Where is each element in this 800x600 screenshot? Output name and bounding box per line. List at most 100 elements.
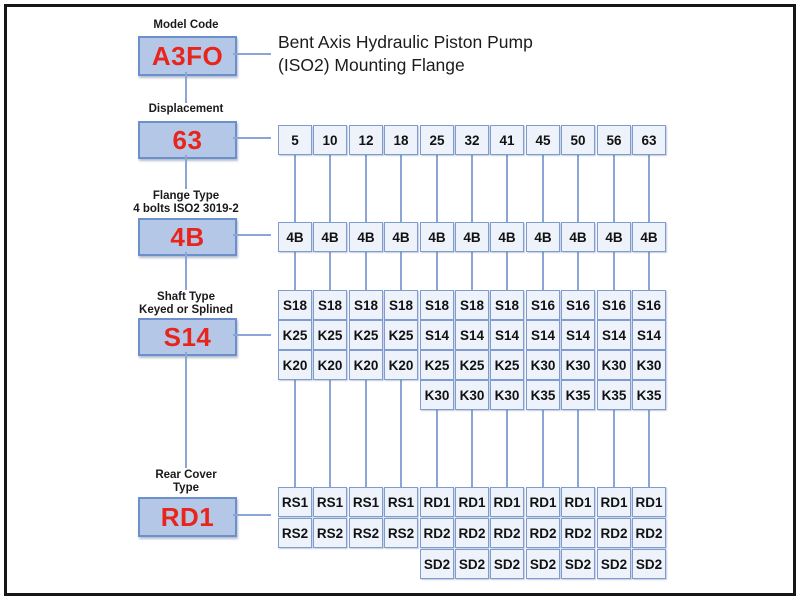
column-connector	[648, 153, 650, 222]
column-connector	[436, 408, 438, 487]
flange-type-selected-box: 4B	[138, 218, 237, 256]
column-connector	[648, 408, 650, 487]
rear-cover-option: RS2	[349, 518, 383, 548]
shaft-option: S16	[632, 290, 666, 320]
shaft-option: K25	[349, 320, 383, 350]
displacement-option: 12	[349, 125, 383, 155]
shaft-option: K25	[278, 320, 312, 350]
shaft-type-value: S14	[163, 321, 212, 352]
connector-flange-to-row	[233, 234, 271, 236]
column-connector	[613, 408, 615, 487]
column-connector	[506, 250, 508, 290]
shaft-option: K20	[384, 350, 418, 380]
model-code-value: A3FO	[151, 40, 224, 71]
shaft-option: S16	[526, 290, 560, 320]
displacement-option: 63	[632, 125, 666, 155]
rear-cover-option: SD2	[526, 549, 560, 579]
shaft-option: S14	[632, 320, 666, 350]
flange-option: 4B	[526, 222, 560, 252]
shaft-option: S18	[278, 290, 312, 320]
shaft-option: S14	[420, 320, 454, 350]
connector-model-to-displacement	[185, 72, 187, 103]
rear-cover-selected-box: RD1	[138, 497, 237, 537]
rear-cover-option: RD2	[490, 518, 524, 548]
shaft-option: K30	[632, 350, 666, 380]
shaft-option: S18	[384, 290, 418, 320]
model-code-selected-box: A3FO	[138, 36, 237, 76]
column-connector	[613, 153, 615, 222]
rear-cover-label: Rear Cover Type	[155, 469, 217, 494]
rear-cover-option: SD2	[561, 549, 595, 579]
column-connector	[436, 153, 438, 222]
connector-shaft-to-rear-cover	[185, 352, 187, 468]
model-code-label: Model Code	[153, 19, 219, 31]
displacement-option: 32	[455, 125, 489, 155]
connector-flange-to-shaft	[185, 252, 187, 290]
rear-cover-option: RS1	[384, 487, 418, 517]
shaft-option: S18	[420, 290, 454, 320]
shaft-option: K30	[455, 380, 489, 410]
flange-option: 4B	[597, 222, 631, 252]
shaft-option: K25	[313, 320, 347, 350]
connector-displacement-to-row	[233, 137, 271, 139]
shaft-option: K30	[490, 380, 524, 410]
column-connector	[365, 378, 367, 487]
shaft-option: S14	[561, 320, 595, 350]
column-connector	[436, 250, 438, 290]
shaft-option: K30	[561, 350, 595, 380]
shaft-option: S14	[526, 320, 560, 350]
rear-cover-option: RS1	[278, 487, 312, 517]
connector-model-to-title	[233, 53, 271, 55]
column-connector	[542, 250, 544, 290]
rear-cover-option: RD2	[526, 518, 560, 548]
flange-option: 4B	[349, 222, 383, 252]
rear-cover-option: RS2	[278, 518, 312, 548]
column-connector	[329, 153, 331, 222]
column-connector	[471, 153, 473, 222]
rear-cover-option: RD2	[632, 518, 666, 548]
displacement-value: 63	[172, 124, 203, 155]
shaft-option: S18	[455, 290, 489, 320]
shaft-option: K20	[349, 350, 383, 380]
rear-cover-option: SD2	[597, 549, 631, 579]
shaft-type-label: Shaft Type Keyed or Splined	[139, 291, 233, 316]
rear-cover-option: RD1	[561, 487, 595, 517]
column-connector	[400, 250, 402, 290]
shaft-option: S18	[349, 290, 383, 320]
shaft-option: K30	[420, 380, 454, 410]
shaft-option: K35	[597, 380, 631, 410]
shaft-option: S16	[597, 290, 631, 320]
flange-option: 4B	[278, 222, 312, 252]
title-line-1: Bent Axis Hydraulic Piston Pump	[278, 32, 533, 52]
displacement-selected-box: 63	[138, 121, 237, 159]
column-connector	[400, 378, 402, 487]
rear-cover-option: RD1	[597, 487, 631, 517]
flange-option: 4B	[313, 222, 347, 252]
column-connector	[365, 153, 367, 222]
displacement-label: Displacement	[148, 103, 224, 115]
shaft-option: K30	[597, 350, 631, 380]
flange-option: 4B	[561, 222, 595, 252]
shaft-option: K25	[455, 350, 489, 380]
column-connector	[294, 153, 296, 222]
column-connector	[294, 250, 296, 290]
column-connector	[577, 408, 579, 487]
shaft-option: S14	[455, 320, 489, 350]
shaft-option: S16	[561, 290, 595, 320]
column-connector	[400, 153, 402, 222]
column-connector	[577, 153, 579, 222]
shaft-option: K35	[632, 380, 666, 410]
flange-option: 4B	[632, 222, 666, 252]
title-line-2: (ISO2) Mounting Flange	[278, 55, 465, 75]
shaft-option: S18	[313, 290, 347, 320]
shaft-option: K20	[313, 350, 347, 380]
flange-type-label: Flange Type 4 bolts ISO2 3019-2	[133, 190, 239, 215]
diagram-frame	[4, 4, 796, 596]
column-connector	[471, 408, 473, 487]
rear-cover-option: RD2	[597, 518, 631, 548]
displacement-option: 18	[384, 125, 418, 155]
diagram-title: Bent Axis Hydraulic Piston Pump (ISO2) M…	[278, 31, 533, 77]
column-connector	[542, 408, 544, 487]
rear-cover-option: RS2	[313, 518, 347, 548]
